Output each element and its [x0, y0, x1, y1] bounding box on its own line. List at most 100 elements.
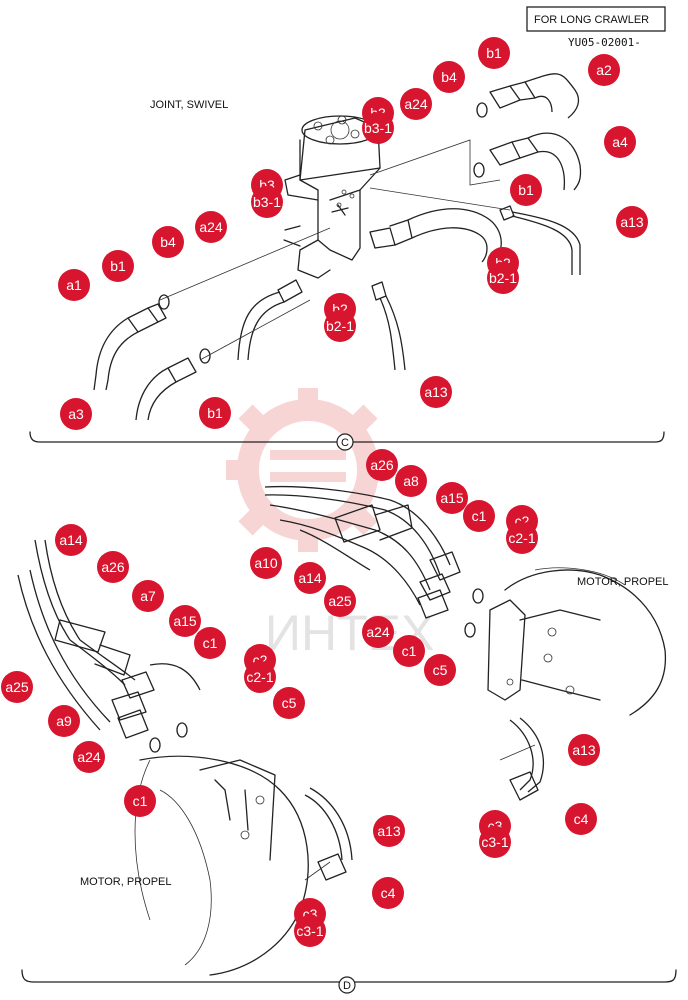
- callout-a13: a13: [616, 206, 648, 238]
- callout-b2-1: b2-1: [324, 310, 356, 342]
- callout-label: b4: [160, 234, 176, 250]
- callout-badge: [424, 654, 456, 686]
- callout-a24: a24: [362, 616, 394, 648]
- callout-label: c4: [574, 811, 589, 827]
- callout-badge: [616, 206, 648, 238]
- callout-a25: a25: [324, 585, 356, 617]
- callout-label: b3-1: [364, 120, 392, 136]
- callout-c1: c1: [124, 785, 156, 817]
- callout-b3-1: b3-1: [362, 112, 394, 144]
- callout-label: b4: [441, 69, 457, 85]
- swivel-joint-drawing: [93, 73, 582, 421]
- callout-label: a26: [101, 559, 125, 575]
- callout-badge: [244, 661, 276, 693]
- callout-label: c1: [472, 508, 487, 524]
- callout-badge: [433, 61, 465, 93]
- callout-c3-1: c3-1: [294, 915, 326, 947]
- callout-label: a3: [68, 406, 84, 422]
- callout-c1: c1: [463, 500, 495, 532]
- callout-label: a9: [56, 713, 72, 729]
- section-c-marker-circle: [336, 433, 354, 451]
- callout-c3-1: c3-1: [479, 826, 511, 858]
- callout-badge: [124, 785, 156, 817]
- section-c-marker: C: [341, 437, 349, 449]
- section-d-marker-circle: [338, 976, 356, 994]
- callout-badge: [510, 174, 542, 206]
- callout-b1: b1: [478, 37, 510, 69]
- callout-badge: [1, 671, 33, 703]
- section-d-marker: D: [343, 980, 351, 992]
- callout-c2-1: c2-1: [244, 661, 276, 693]
- callout-badge: [393, 635, 425, 667]
- callout-badge: [251, 186, 283, 218]
- callout-badge: [58, 269, 90, 301]
- callout-a10: a10: [250, 547, 282, 579]
- callout-label: c3-1: [481, 834, 508, 850]
- callout-badge: [565, 803, 597, 835]
- callout-label: b1: [486, 45, 502, 61]
- callout-label: a13: [572, 742, 596, 758]
- callout-badge: [436, 482, 468, 514]
- callouts-section-c: b1a2b4b3b3-1a24a4b1b3b3-1a13b4a24b1b2b2-…: [58, 37, 648, 430]
- callout-label: a8: [403, 473, 419, 489]
- callout-badge: [362, 616, 394, 648]
- callout-label: a15: [440, 490, 464, 506]
- callout-label: c1: [402, 643, 417, 659]
- propel-motor-drawing: [17, 485, 667, 976]
- callout-label: a7: [140, 588, 156, 604]
- callout-badge: [324, 585, 356, 617]
- callout-badge: [48, 705, 80, 737]
- callout-label: a24: [404, 96, 428, 112]
- callout-a9: a9: [48, 705, 80, 737]
- callout-c1: c1: [393, 635, 425, 667]
- callout-label: c5: [282, 695, 297, 711]
- callout-a26: a26: [97, 551, 129, 583]
- callout-label: c4: [381, 885, 396, 901]
- callout-a15: a15: [169, 605, 201, 637]
- callout-badge: [102, 250, 134, 282]
- callout-a15: a15: [436, 482, 468, 514]
- motor-propel-label-right: MOTOR, PROPEL: [577, 576, 668, 588]
- callout-label: a24: [366, 624, 390, 640]
- callout-badge: [395, 465, 427, 497]
- callout-label: a4: [612, 134, 628, 150]
- callout-label: a15: [173, 613, 197, 629]
- callout-badge: [97, 551, 129, 583]
- callout-b4: b4: [152, 226, 184, 258]
- callout-badge: [568, 734, 600, 766]
- callout-b3-1: b3-1: [251, 186, 283, 218]
- callout-c5: c5: [424, 654, 456, 686]
- callout-a26: a26: [366, 449, 398, 481]
- callout-label: a13: [377, 823, 401, 839]
- callout-a14: a14: [294, 562, 326, 594]
- callout-a7: a7: [132, 580, 164, 612]
- callout-label: b1: [518, 182, 534, 198]
- callout-b1: b1: [510, 174, 542, 206]
- callout-c5: c5: [273, 687, 305, 719]
- callout-badge: [372, 877, 404, 909]
- callout-label: a14: [59, 532, 83, 548]
- callout-label: a13: [620, 214, 644, 230]
- callout-badge: [294, 915, 326, 947]
- callout-badge: [194, 627, 226, 659]
- variant-label-box: [526, 6, 666, 32]
- callout-b1: b1: [102, 250, 134, 282]
- callout-a25: a25: [1, 671, 33, 703]
- callout-b4: b4: [433, 61, 465, 93]
- callout-badge: [294, 562, 326, 594]
- callout-a24: a24: [195, 211, 227, 243]
- callout-badge: [55, 524, 87, 556]
- callout-badge: [324, 310, 356, 342]
- callout-a2: a2: [588, 54, 620, 86]
- callout-a8: a8: [395, 465, 427, 497]
- callout-badge: [132, 580, 164, 612]
- callout-label: c1: [203, 635, 218, 651]
- callout-c1: c1: [194, 627, 226, 659]
- callout-badge: [373, 815, 405, 847]
- callout-label: b3-1: [253, 194, 281, 210]
- callout-label: c2-1: [508, 530, 535, 546]
- callout-badge: [60, 398, 92, 430]
- callout-label: a24: [199, 219, 223, 235]
- callout-a14: a14: [55, 524, 87, 556]
- callout-badge: [250, 547, 282, 579]
